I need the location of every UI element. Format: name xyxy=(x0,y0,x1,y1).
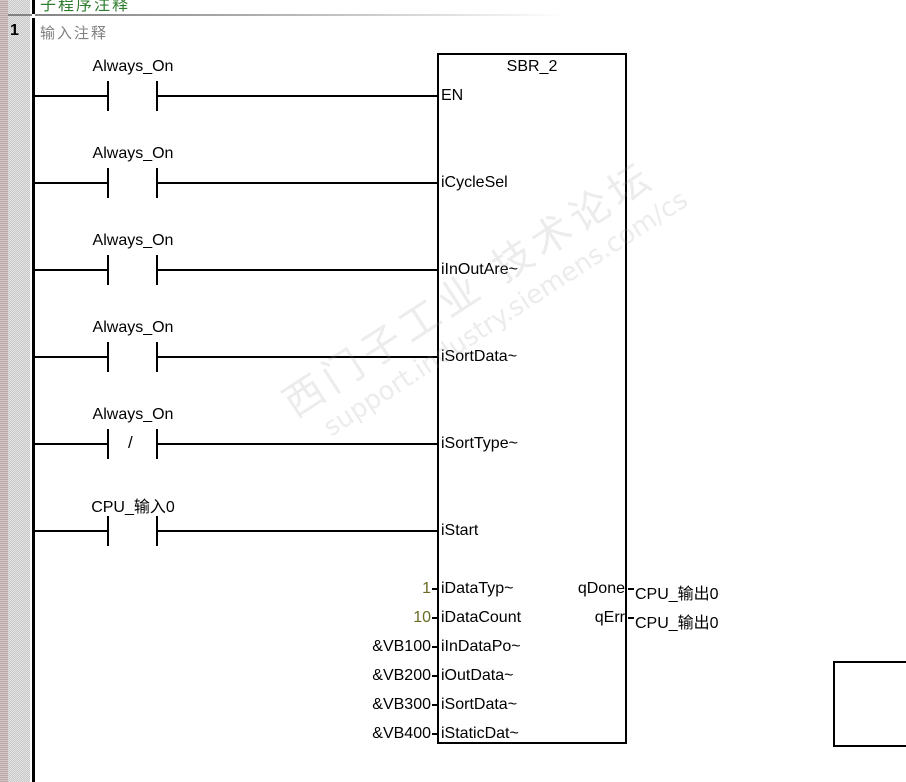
contact-label: Always_On xyxy=(92,58,174,75)
contact-left-bar xyxy=(107,81,109,111)
input-pin: iStaticDat~ xyxy=(441,725,519,742)
contact-label: Always_On xyxy=(92,232,174,249)
input-pin: iInOutAre~ xyxy=(441,261,518,278)
wire-left xyxy=(34,269,108,271)
wire-left xyxy=(34,356,108,358)
input-param-value[interactable]: &VB300 xyxy=(372,696,431,713)
comment-separator xyxy=(8,14,568,16)
network-gutter[interactable] xyxy=(8,0,30,782)
input-param-value[interactable]: &VB100 xyxy=(372,638,431,655)
wire-right xyxy=(157,95,438,97)
contact-left-bar xyxy=(107,516,109,546)
editor-gutter-margin xyxy=(0,0,8,782)
output-pin: qDone xyxy=(577,580,625,597)
contact-left-bar xyxy=(107,168,109,198)
contact-label: Always_On xyxy=(92,319,174,336)
subroutine-comment[interactable]: 子程序注释 xyxy=(40,0,131,14)
input-pin: iInDataPo~ xyxy=(441,638,521,655)
input-param-value[interactable]: &VB200 xyxy=(372,667,431,684)
pin-connector xyxy=(432,617,438,619)
pin-connector xyxy=(432,646,438,648)
contact-left-bar xyxy=(107,429,109,459)
wire-right xyxy=(157,530,438,532)
wire-left xyxy=(34,95,108,97)
output-value[interactable]: CPU_输出0 xyxy=(635,615,719,632)
pin-connector xyxy=(432,675,438,677)
input-pin: iStart xyxy=(441,522,479,539)
pin-connector xyxy=(432,588,438,590)
contact-left-bar xyxy=(107,342,109,372)
pin-connector xyxy=(628,588,634,590)
input-pin: iSortType~ xyxy=(441,435,518,452)
wire-left xyxy=(34,182,108,184)
next-block-partial[interactable] xyxy=(833,661,906,747)
power-rail xyxy=(32,0,35,782)
input-pin: iCycleSel xyxy=(441,174,508,191)
wire-left xyxy=(34,443,108,445)
input-param-value[interactable]: 10 xyxy=(413,609,431,626)
network-comment[interactable]: 输入注释 xyxy=(40,24,109,42)
input-pin: iSortData~ xyxy=(441,696,518,713)
pin-connector xyxy=(432,704,438,706)
output-value[interactable]: CPU_输出0 xyxy=(635,586,719,603)
input-pin: EN xyxy=(441,87,464,104)
output-pin: qErr xyxy=(594,609,625,626)
contact-label: Always_On xyxy=(92,145,174,162)
contact-label: Always_On xyxy=(92,406,174,423)
pin-connector xyxy=(628,617,634,619)
network-number[interactable]: 1 xyxy=(10,22,19,39)
wire-right xyxy=(157,182,438,184)
input-param-value[interactable]: 1 xyxy=(422,580,431,597)
input-pin: iDataCount xyxy=(441,609,522,626)
block-title: SBR_2 xyxy=(506,58,558,75)
rail-gap xyxy=(32,14,35,18)
wire-right xyxy=(157,269,438,271)
wire-right xyxy=(157,356,438,358)
contact-left-bar xyxy=(107,255,109,285)
subroutine-block[interactable] xyxy=(437,53,627,744)
contact-label: CPU_输入0 xyxy=(91,499,175,516)
input-pin: iOutData~ xyxy=(441,667,514,684)
wire-right xyxy=(157,443,438,445)
input-pin: iDataTyp~ xyxy=(441,580,514,597)
wire-left xyxy=(34,530,108,532)
input-pin: iSortData~ xyxy=(441,348,518,365)
nc-slash-icon: / xyxy=(128,433,133,452)
pin-connector xyxy=(432,733,438,735)
input-param-value[interactable]: &VB400 xyxy=(372,725,431,742)
